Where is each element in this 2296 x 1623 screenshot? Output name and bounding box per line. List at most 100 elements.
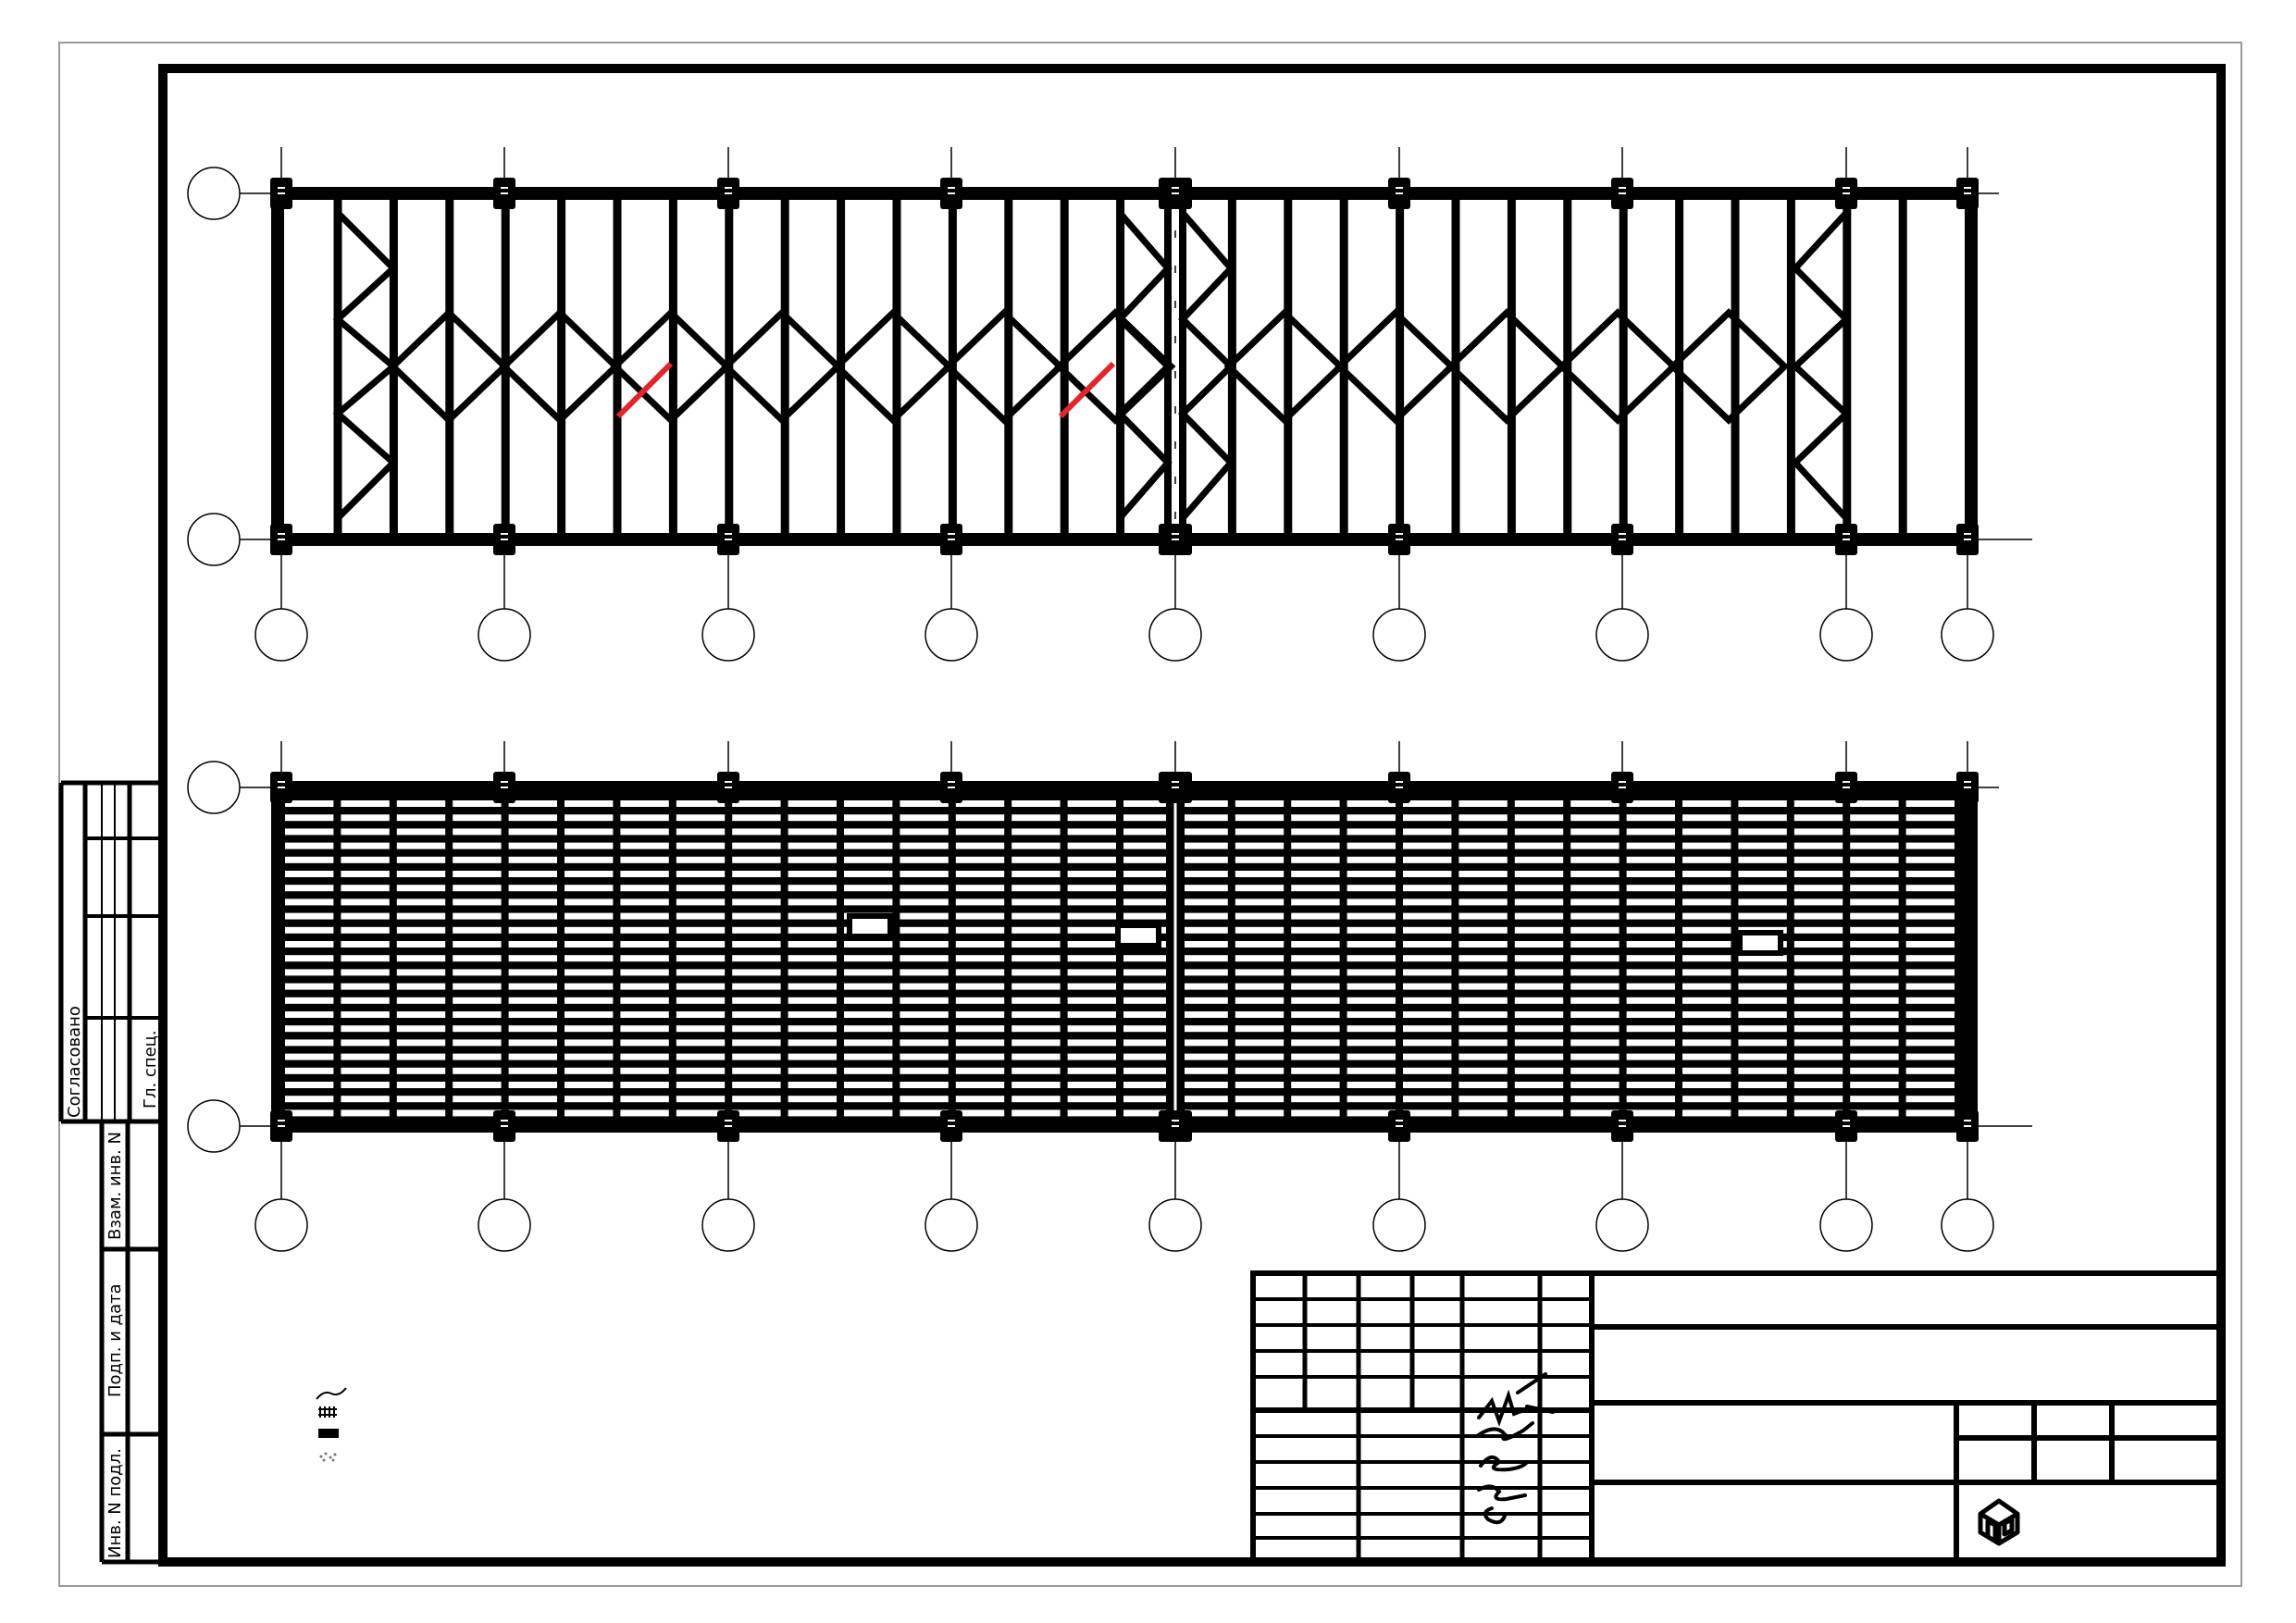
joist-gap: [1905, 983, 1955, 990]
joist-gap: [1793, 814, 1843, 822]
joist-gap: [453, 1053, 502, 1060]
joist-gap: [788, 1067, 837, 1074]
joist-gap: [565, 1096, 614, 1103]
joist-gap: [396, 1067, 446, 1074]
joist-gap: [620, 814, 669, 822]
joist-gap: [508, 955, 557, 962]
joist-gap: [1123, 814, 1173, 822]
joist-gap: [732, 1053, 781, 1060]
joist-gap: [341, 1039, 390, 1047]
joist-gap: [900, 1082, 949, 1088]
joist-gap: [1905, 1096, 1955, 1103]
joist-gap: [900, 1039, 949, 1047]
chief-spec-label: Гл. спец.: [141, 1030, 160, 1109]
joist-gap: [285, 814, 334, 822]
joist-gap: [620, 983, 669, 990]
joist-gap: [508, 1109, 557, 1117]
joist-gap: [1570, 814, 1620, 822]
joist-gap: [844, 1011, 893, 1018]
highlighted-brace: [1058, 361, 1116, 419]
joist-gap: [1347, 1082, 1396, 1088]
joist-gap: [1626, 1067, 1675, 1074]
joist-gap: [1011, 1053, 1061, 1060]
joist-gap: [1905, 898, 1955, 906]
joist-gap: [732, 969, 781, 976]
joist-gap: [844, 800, 893, 807]
joist-gap: [955, 898, 1005, 906]
joist-gap: [1179, 997, 1228, 1004]
joist-gap: [1458, 997, 1508, 1004]
joist-gap: [1738, 800, 1787, 807]
joist-gap: [844, 1096, 893, 1103]
joist-gap: [1403, 955, 1452, 962]
joist-gap: [453, 997, 502, 1004]
joist-gap: [396, 1109, 446, 1117]
joist-gap: [1235, 941, 1285, 948]
joist-gap: [1235, 871, 1285, 877]
joist-gap: [1682, 814, 1731, 822]
joist-gap: [1179, 1053, 1228, 1060]
joist-gap: [1011, 828, 1061, 836]
highlighted-brace: [615, 361, 674, 419]
joist-gap: [396, 941, 446, 948]
joist-gap: [676, 997, 726, 1004]
joist-gap: [341, 842, 390, 849]
handwritten-signatures-icon: [1475, 1372, 1555, 1525]
joist-gap: [1905, 856, 1955, 863]
joist-gap: [1011, 969, 1061, 976]
joist-gap: [1570, 1011, 1620, 1018]
joist-gap: [1626, 1082, 1675, 1088]
joist-gap: [1011, 955, 1061, 962]
joist-gap: [620, 1039, 669, 1047]
joist-gap: [900, 1067, 949, 1074]
joist-gap: [1793, 842, 1843, 849]
joist-gap: [1850, 983, 1899, 990]
joist-gap: [1235, 1011, 1285, 1018]
joist-gap: [1850, 955, 1899, 962]
joist-gap: [1235, 1082, 1285, 1088]
joist-gap: [1067, 983, 1116, 990]
joist-gap: [732, 814, 781, 822]
joist-gap: [508, 1053, 557, 1060]
joist-gap: [1347, 1039, 1396, 1047]
joist-gap: [1291, 969, 1340, 976]
joist-gap: [1793, 1039, 1843, 1047]
joist-gap: [1291, 1067, 1340, 1074]
joist-gap: [1011, 1039, 1061, 1047]
joist-gap: [1682, 955, 1731, 962]
joist-gap: [1793, 983, 1843, 990]
joist-gap: [900, 814, 949, 822]
joist-gap: [1850, 856, 1899, 863]
joist-gap: [565, 842, 614, 849]
joist-gap: [1291, 1039, 1340, 1047]
joist-gap: [1682, 1011, 1731, 1018]
joist-gap: [1291, 997, 1340, 1004]
joist-gap: [620, 1082, 669, 1088]
joist-gap: [1291, 1053, 1340, 1060]
joist-gap: [676, 983, 726, 990]
joist-gap: [1179, 1011, 1228, 1018]
joist-gap: [676, 941, 726, 948]
joist-gap: [844, 1025, 893, 1033]
joist-gap: [1235, 926, 1285, 934]
joist-gap: [1682, 871, 1731, 877]
joist-gap: [341, 1025, 390, 1033]
joist-gap: [1514, 969, 1564, 976]
joist-gap: [955, 969, 1005, 976]
joist-gap: [1403, 800, 1452, 807]
joist-gap: [1905, 842, 1955, 849]
joist-gap: [788, 969, 837, 976]
joist-gap: [1067, 1053, 1116, 1060]
joist-gap: [1793, 926, 1843, 934]
joist-gap: [732, 885, 781, 892]
joist-gap: [341, 983, 390, 990]
joist-gap: [396, 871, 446, 877]
joist-gap: [1626, 997, 1675, 1004]
joist-gap: [1905, 871, 1955, 877]
joist-gap: [900, 912, 949, 920]
joist-gap: [508, 1039, 557, 1047]
joist-gap: [1458, 1082, 1508, 1088]
joist-gap: [1738, 1067, 1787, 1074]
joist-gap: [1011, 941, 1061, 948]
joist-gap: [1850, 885, 1899, 892]
